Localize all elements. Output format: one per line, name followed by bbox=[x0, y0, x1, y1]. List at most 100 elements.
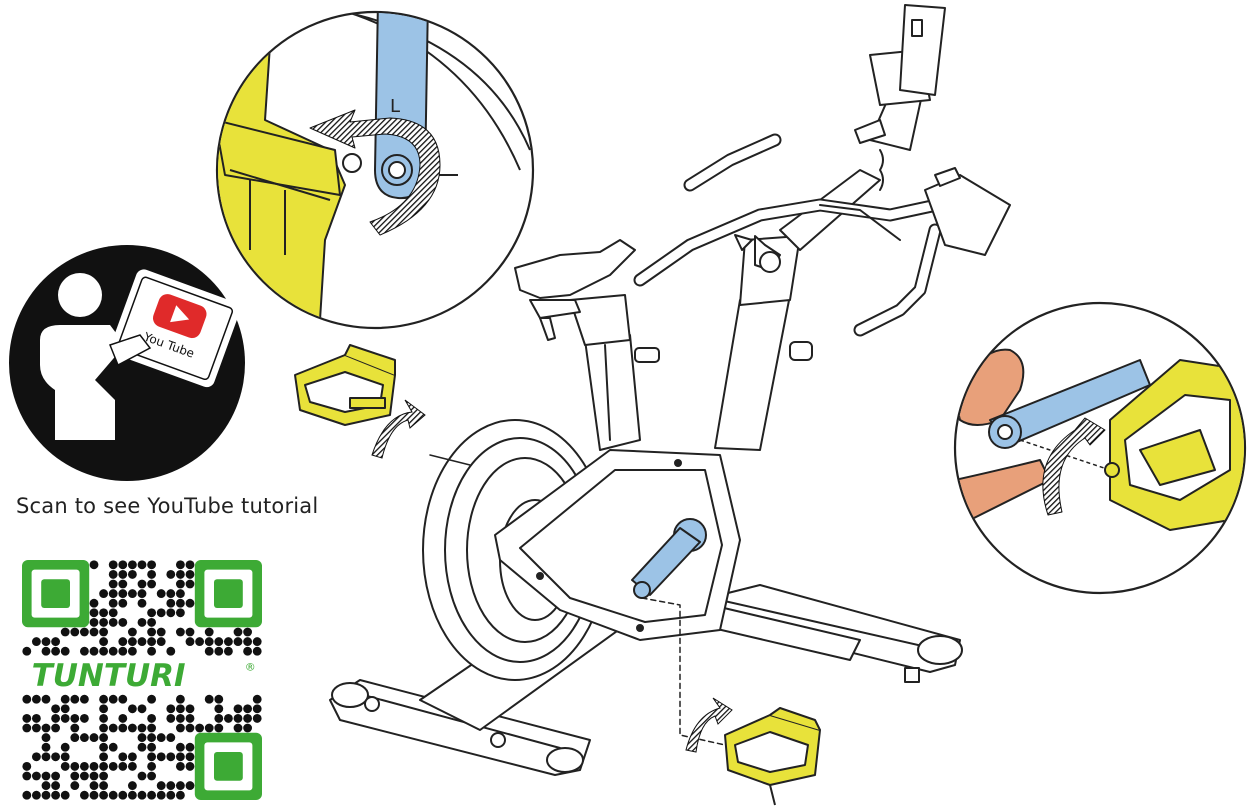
qr-dot bbox=[204, 723, 214, 733]
qr-dot bbox=[99, 752, 109, 762]
qr-dot bbox=[166, 598, 176, 608]
qr-dot bbox=[127, 790, 137, 800]
qr-dot bbox=[60, 713, 70, 723]
qr-dot bbox=[99, 694, 109, 704]
qr-dot bbox=[243, 713, 253, 723]
detail-right-crank bbox=[953, 301, 1247, 595]
qr-dot bbox=[175, 752, 185, 762]
qr-dot bbox=[99, 771, 109, 781]
qr-dot bbox=[127, 569, 137, 579]
qr-dot bbox=[89, 608, 99, 618]
qr-dot bbox=[51, 713, 61, 723]
qr-dot bbox=[175, 569, 185, 579]
qr-dot bbox=[108, 617, 118, 627]
qr-dot bbox=[22, 790, 32, 800]
qr-dot bbox=[175, 694, 185, 704]
qr-dot bbox=[214, 704, 224, 714]
qr-dot bbox=[127, 637, 137, 647]
qr-dot bbox=[175, 627, 185, 637]
qr-code: TUNTURI ® bbox=[22, 560, 262, 800]
qr-dot bbox=[41, 742, 51, 752]
qr-dot bbox=[147, 637, 157, 647]
qr-dot bbox=[223, 637, 233, 647]
qr-dot bbox=[41, 733, 51, 743]
brand-logo: TUNTURI bbox=[32, 658, 186, 694]
qr-dot bbox=[233, 627, 243, 637]
qr-dot bbox=[51, 646, 61, 656]
qr-dot bbox=[99, 589, 109, 599]
qr-dot bbox=[99, 608, 109, 618]
qr-dot bbox=[185, 627, 195, 637]
qr-dot bbox=[185, 569, 195, 579]
qr-dot bbox=[156, 637, 166, 647]
rotate-arrow-icon bbox=[685, 697, 733, 753]
qr-dot bbox=[243, 646, 253, 656]
qr-dot bbox=[175, 790, 185, 800]
qr-dot bbox=[243, 723, 253, 733]
qr-dot bbox=[99, 617, 109, 627]
qr-dot bbox=[147, 617, 157, 627]
qr-dot bbox=[204, 627, 214, 637]
qr-dot bbox=[214, 637, 224, 647]
qr-dot bbox=[127, 589, 137, 599]
qr-dot bbox=[41, 646, 51, 656]
qr-dot bbox=[108, 723, 118, 733]
qr-dot bbox=[99, 646, 109, 656]
qr-dot bbox=[118, 723, 128, 733]
qr-dot bbox=[214, 723, 224, 733]
exercise-bike bbox=[329, 4, 1011, 776]
qr-dot bbox=[79, 713, 89, 723]
qr-dot bbox=[79, 646, 89, 656]
qr-dot bbox=[166, 704, 176, 714]
qr-dot bbox=[147, 742, 157, 752]
scan-youtube: YouTube bbox=[147, 494, 235, 518]
qr-dot bbox=[166, 781, 176, 791]
qr-dot bbox=[118, 694, 128, 704]
qr-dot bbox=[175, 560, 185, 570]
qr-dot bbox=[137, 617, 147, 627]
qr-dot bbox=[89, 781, 99, 791]
qr-dot bbox=[166, 646, 176, 656]
qr-dot bbox=[147, 608, 157, 618]
qr-dot bbox=[185, 723, 195, 733]
qr-dot bbox=[22, 646, 32, 656]
qr-finder-core bbox=[41, 579, 70, 608]
qr-dot bbox=[147, 713, 157, 723]
qr-dot bbox=[118, 637, 128, 647]
qr-dot bbox=[137, 598, 147, 608]
qr-dot bbox=[60, 742, 70, 752]
qr-dot bbox=[31, 771, 41, 781]
brand-registered-mark: ® bbox=[245, 660, 256, 673]
qr-dot bbox=[252, 637, 262, 647]
qr-dot bbox=[243, 704, 253, 714]
qr-dot bbox=[137, 560, 147, 570]
qr-dot bbox=[99, 627, 109, 637]
qr-dot bbox=[118, 790, 128, 800]
qr-dot bbox=[89, 771, 99, 781]
qr-dot bbox=[175, 608, 185, 618]
qr-dot bbox=[118, 713, 128, 723]
qr-dot bbox=[252, 694, 262, 704]
qr-dot bbox=[70, 627, 80, 637]
qr-dot bbox=[147, 761, 157, 771]
qr-dot bbox=[156, 608, 166, 618]
qr-dot bbox=[108, 589, 118, 599]
qr-dot bbox=[108, 742, 118, 752]
qr-dot bbox=[51, 704, 61, 714]
qr-dot bbox=[147, 560, 157, 570]
qr-dot bbox=[156, 781, 166, 791]
qr-dot bbox=[60, 752, 70, 762]
qr-dot bbox=[99, 761, 109, 771]
qr-dot bbox=[166, 608, 176, 618]
qr-dot bbox=[118, 598, 128, 608]
qr-dot bbox=[60, 704, 70, 714]
qr-dot bbox=[22, 771, 32, 781]
qr-dot bbox=[89, 560, 99, 570]
qr-dot bbox=[147, 723, 157, 733]
qr-dot bbox=[137, 589, 147, 599]
qr-dot bbox=[41, 694, 51, 704]
qr-dot bbox=[41, 790, 51, 800]
qr-dot bbox=[108, 608, 118, 618]
qr-dot bbox=[108, 646, 118, 656]
